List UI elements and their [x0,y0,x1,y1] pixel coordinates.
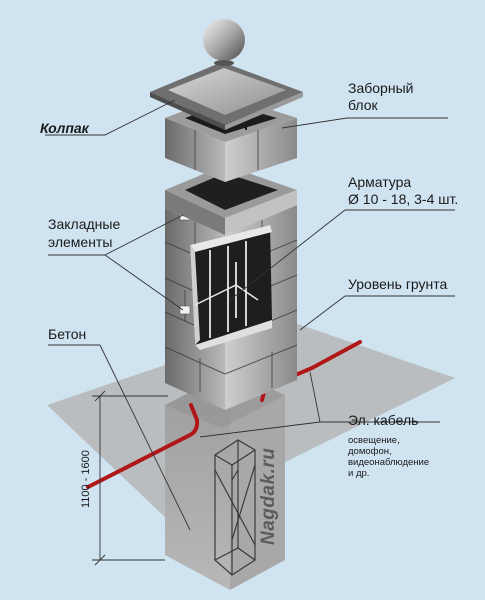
label-fence-block-1: Заборный [348,80,414,96]
label-fence-block-2: блок [348,97,378,113]
cap [150,19,303,130]
watermark: Nagdak.ru [258,447,279,545]
label-ground-level: Уровень грунта [348,276,448,292]
depth-label: 1100 - 1600 [80,450,92,508]
leader-lines [45,99,455,531]
rebar-cage [213,439,257,576]
label-cable: Эл. кабель [348,412,419,428]
depth-dimension [92,390,168,566]
cable-note-3: видеонаблюдение [348,457,430,468]
label-embedded-2: элементы [48,234,113,250]
cable [86,403,200,489]
label-cap: Колпак [40,120,89,136]
cable-note-4: и др. [348,468,370,479]
cable-note-1: освещение, [348,435,400,446]
label-rebar-1: Арматура [348,174,412,190]
cap-ball [203,19,245,61]
label-concrete: Бетон [48,326,87,342]
label-embedded-1: Закладные [48,216,121,232]
label-rebar-2: Ø 10 - 18, 3-4 шт. [348,191,459,207]
cable-note-2: домофон, [348,446,392,457]
pillar-lower [164,165,298,410]
